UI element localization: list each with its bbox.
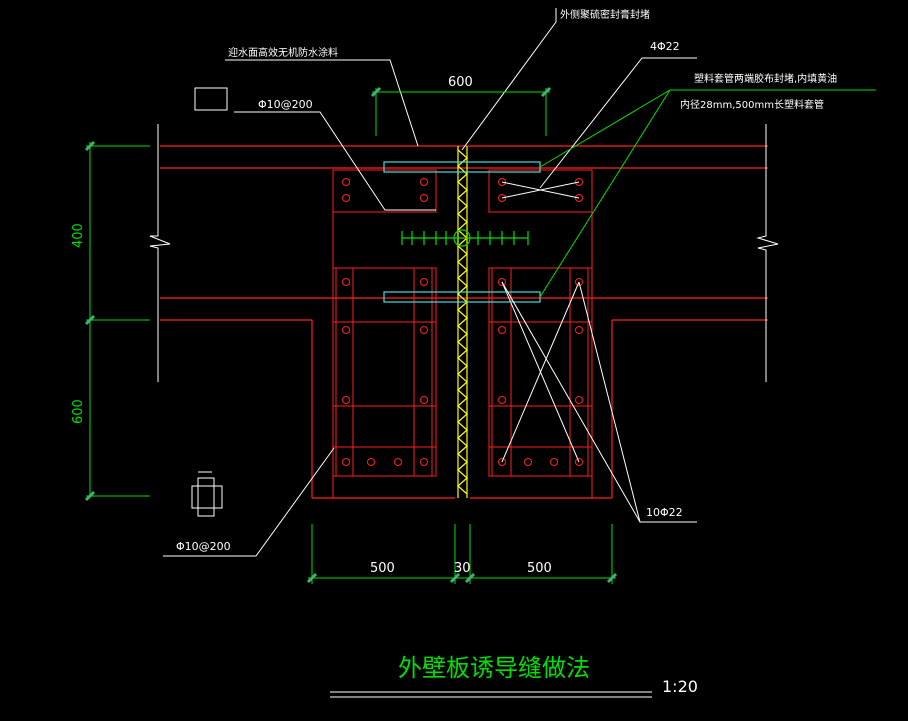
break-lines (149, 124, 779, 382)
drawing-title: 外壁板诱导缝做法 (398, 654, 590, 682)
label-outer-sealant: 外侧聚硫密封膏封堵 (560, 8, 650, 21)
label-stirrup-bottom: Φ10@200 (176, 540, 231, 553)
dim-500-left: 500 (370, 561, 395, 576)
title-underline (330, 691, 652, 698)
cross-bars (501, 181, 580, 463)
dim-30: 30 (454, 561, 471, 576)
label-bar-top: 4Φ22 (650, 40, 680, 53)
drawing-scale: 1:20 (662, 677, 698, 696)
label-waterproof-coating: 迎水面高效无机防水涂料 (228, 46, 338, 59)
dim-400: 400 (71, 223, 86, 248)
symbols (191, 87, 228, 517)
rebars (342, 178, 583, 466)
induced-joint (457, 146, 468, 498)
label-pipe-seal: 塑料套管两端胶布封堵,内填黄油 (694, 72, 837, 85)
stirrup-cage-right (488, 169, 593, 498)
stirrup-cage-left-top (332, 169, 437, 498)
leader-lines (163, 8, 697, 557)
waterstop (401, 229, 529, 247)
dim-600-top: 600 (448, 75, 473, 90)
dimension-ticks (84, 86, 618, 584)
dim-600-left: 600 (71, 399, 86, 424)
pipe-leaders (539, 89, 876, 298)
concrete-outline (160, 145, 768, 499)
label-pipe-spec: 内径28mm,500mm长塑料套管 (680, 98, 824, 111)
dim-500-right: 500 (527, 561, 552, 576)
label-stirrup-top: Φ10@200 (258, 98, 313, 111)
label-bar-bottom: 10Φ22 (646, 506, 683, 519)
dimension-lines (86, 88, 616, 584)
